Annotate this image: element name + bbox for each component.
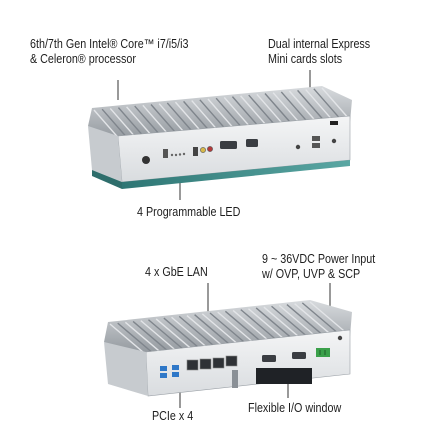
led-3	[178, 153, 182, 156]
led-1	[170, 153, 174, 157]
heatsink-fin	[240, 95, 270, 129]
brand-logo	[330, 121, 338, 125]
heatsink-fin	[321, 87, 351, 121]
heatsink-fin	[286, 304, 328, 340]
heatsink-fin	[248, 94, 278, 128]
lan-port-1	[186, 359, 199, 371]
serial-port	[220, 141, 237, 149]
power-callout-line1: 9 ~ 36VDC Power Input	[262, 252, 376, 266]
teal-base-side	[92, 170, 122, 189]
power-callout-line2: w/ OVP, UVP & SCP	[262, 267, 361, 281]
heatsink-fin	[199, 99, 229, 133]
heatsink-fin	[207, 98, 237, 132]
hdmi-port	[246, 139, 258, 147]
heatsink-fin	[288, 90, 318, 124]
heatsink-fin	[264, 93, 294, 126]
usb3-port-2	[160, 373, 167, 378]
heatsink-fin	[256, 93, 286, 127]
led-callout: 4 Programmable LED	[137, 205, 240, 220]
mini-cards-callout: Dual internal Express Mini cards slots	[268, 37, 370, 67]
lan-port-4	[225, 355, 238, 367]
pcie-callout: PCIe x 4	[152, 409, 193, 424]
heatsink-fin	[297, 89, 327, 123]
heatsink-fin	[183, 100, 213, 134]
led-4	[182, 152, 186, 156]
heatsink-fin	[309, 301, 351, 337]
power-terminal	[316, 348, 330, 357]
cpu-callout: 6th/7th Gen Intel® Core™ i7/i5/i3 & Cele…	[30, 37, 189, 67]
heatsink-fin	[305, 89, 335, 123]
usb3-port-3	[172, 365, 179, 370]
usb-top-2	[312, 143, 320, 148]
heatsink-fin	[191, 100, 221, 134]
heatsink-fin	[223, 96, 253, 130]
antenna-hole-2	[331, 138, 337, 144]
lan-callout-line1: 4 x GbE LAN	[145, 265, 208, 279]
lan-port-2	[199, 358, 212, 370]
heatsink-fin	[294, 303, 336, 339]
heatsink-fin	[280, 91, 310, 125]
usb-port	[163, 149, 168, 158]
io-window	[256, 368, 312, 384]
heatsink-fin	[301, 302, 343, 338]
mini-cards-callout-line1: Dual internal Express	[268, 37, 371, 51]
audio-jack	[200, 147, 206, 153]
usb-top-1	[312, 136, 320, 141]
heatsink-fin	[272, 92, 302, 126]
heatsink-fin	[231, 96, 261, 130]
lan-callout: 4 x GbE LAN	[145, 265, 208, 280]
heatsink-fin	[215, 97, 245, 131]
pcie-callout-line1: PCIe x 4	[152, 409, 194, 423]
heatsink-top	[88, 86, 352, 146]
led-callout-line1: 4 Programmable LED	[137, 205, 241, 219]
teal-base	[122, 160, 350, 189]
cpu-callout-line1: 6th/7th Gen Intel® Core™ i7/i5/i3	[30, 37, 189, 51]
com-port-1	[262, 355, 276, 362]
heatsink-fin	[271, 305, 312, 341]
sim-slot	[193, 147, 198, 156]
lan-port-3	[212, 357, 225, 369]
usb3-port-4	[172, 372, 179, 377]
power-button	[142, 156, 150, 164]
led-2	[174, 153, 178, 157]
power-callout: 9 ~ 36VDC Power Input w/ OVP, UVP & SCP	[262, 252, 375, 282]
usb3-port-1	[160, 366, 167, 371]
pcie-bracket	[232, 370, 238, 388]
mic-jack	[207, 146, 213, 152]
top-device	[88, 70, 352, 200]
com-port-2	[292, 352, 306, 359]
cpu-callout-line2: & Celeron® processor	[30, 52, 136, 66]
io-window-callout: Flexible I/O window	[248, 401, 341, 416]
heatsink-fin	[313, 88, 343, 122]
io-window-callout-line1: Flexible I/O window	[248, 401, 342, 415]
heatsink-fin	[278, 304, 320, 340]
mini-cards-callout-line2: Mini cards slots	[268, 52, 343, 66]
antenna-hole	[295, 144, 301, 150]
side-panel-bottom	[104, 342, 148, 396]
bottom-device	[104, 283, 352, 408]
antenna-hole-bottom	[337, 335, 343, 341]
side-panel	[88, 126, 122, 182]
